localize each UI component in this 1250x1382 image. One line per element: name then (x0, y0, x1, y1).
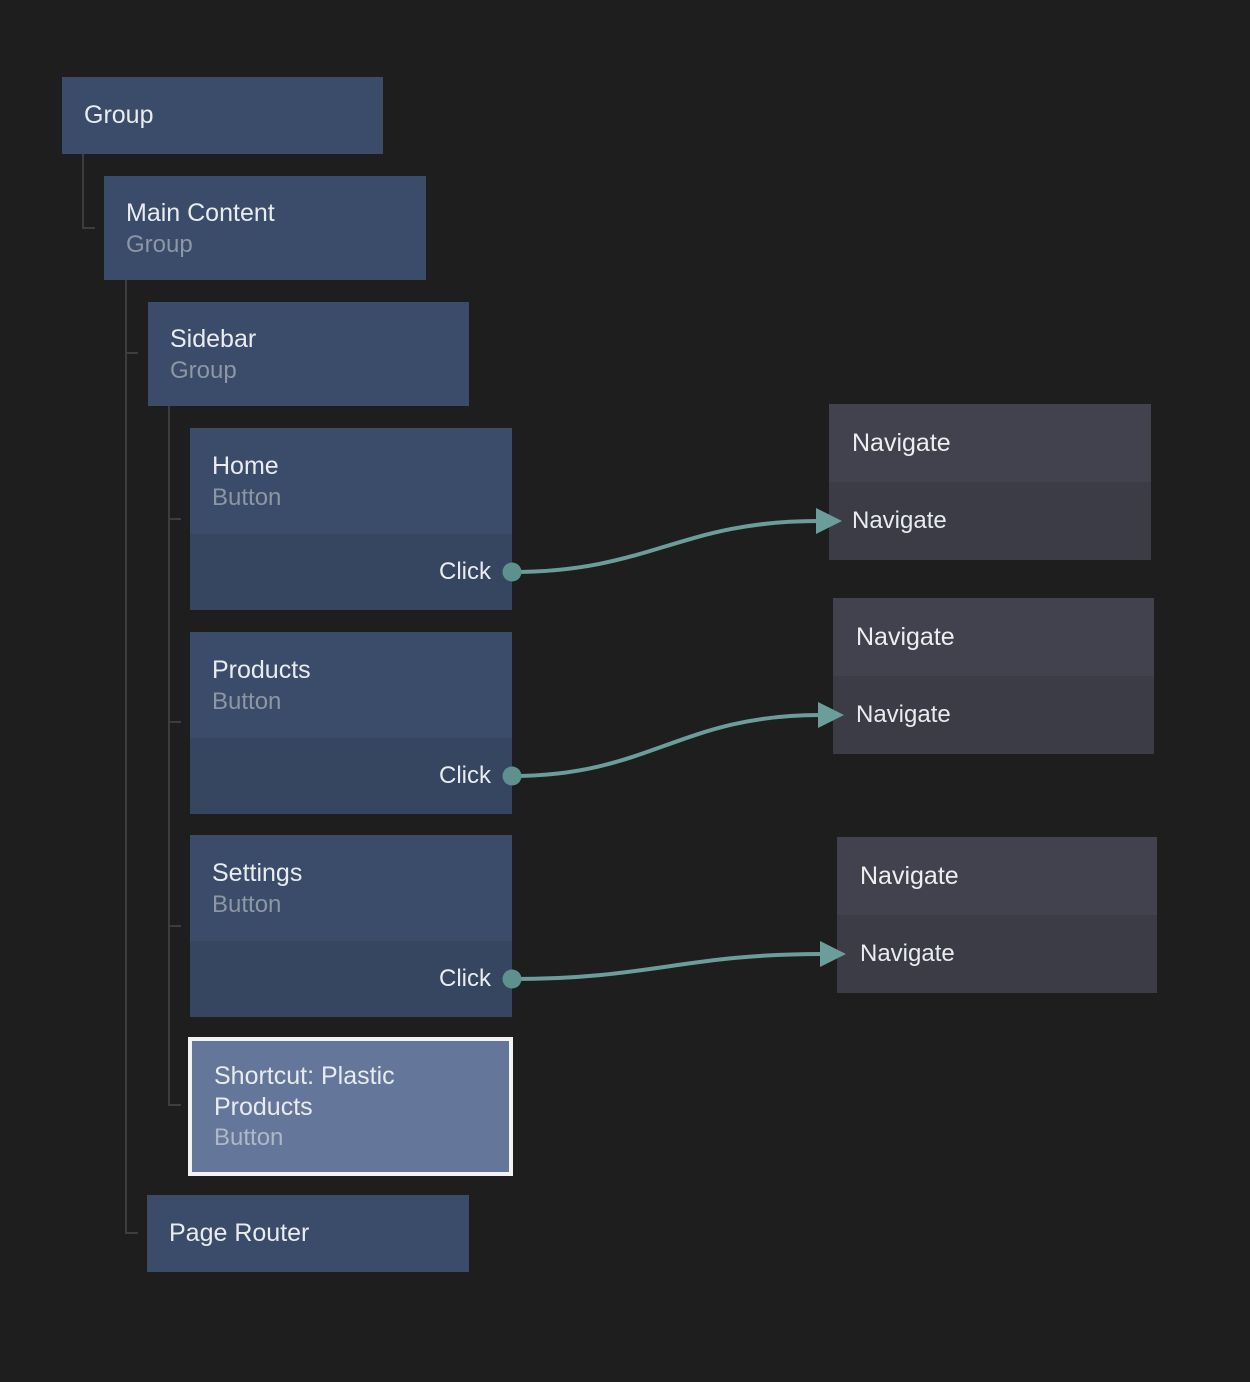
node-title: Sidebar (170, 324, 257, 353)
node-shortcut-plastic-products-button[interactable]: Shortcut: Plastic Products Button (188, 1037, 513, 1176)
node-subtitle: Group (170, 356, 237, 384)
node-title: Products (212, 655, 311, 684)
node-header: Navigate (833, 598, 1154, 676)
edge-wire (511, 713, 821, 778)
node-header: Navigate (829, 404, 1151, 482)
node-main-content-group[interactable]: Main Content Group (104, 176, 426, 280)
node-output-ports-row: Click (190, 738, 512, 814)
node-home-button[interactable]: Home Button Click (190, 428, 512, 610)
node-navigate-settings[interactable]: Navigate Navigate (837, 837, 1157, 993)
node-subtitle: Button (214, 1123, 284, 1151)
edge-wire (511, 519, 819, 574)
node-title: Page Router (169, 1219, 310, 1247)
port-products-click-output[interactable] (502, 766, 522, 786)
port-label-click: Click (439, 965, 491, 992)
node-subtitle: Button (212, 890, 282, 918)
node-output-ports-row: Click (190, 534, 512, 610)
tree-line-group-to-main-content (82, 154, 95, 229)
node-action-row: Navigate (829, 482, 1151, 560)
port-home-click-output[interactable] (502, 562, 522, 582)
tree-line-main-content-trunk (125, 280, 138, 1234)
port-label-click: Click (439, 762, 491, 789)
node-title-area: Home Button (190, 428, 512, 534)
node-title: Home (212, 451, 279, 480)
node-navigate-products[interactable]: Navigate Navigate (833, 598, 1154, 754)
tree-line-sidebar-trunk (168, 406, 181, 1106)
edge-products-click-to-navigate (502, 702, 844, 786)
node-action-row: Navigate (833, 676, 1154, 754)
node-header: Navigate (837, 837, 1157, 915)
edge-wire (511, 952, 823, 981)
node-title-area: Settings Button (190, 835, 512, 941)
port-label-click: Click (439, 558, 491, 585)
node-subtitle: Group (126, 230, 193, 258)
node-subtitle: Button (212, 483, 282, 511)
edge-settings-click-to-navigate (502, 941, 846, 989)
node-title: Main Content (126, 198, 275, 227)
node-sidebar-group[interactable]: Sidebar Group (148, 302, 469, 406)
node-title: Settings (212, 858, 303, 887)
node-page-router[interactable]: Page Router (147, 1195, 469, 1272)
node-subtitle: Button (212, 687, 282, 715)
node-products-button[interactable]: Products Button Click (190, 632, 512, 814)
node-title-area: Products Button (190, 632, 512, 738)
node-title: Shortcut: Plastic Products (214, 1061, 395, 1121)
node-settings-button[interactable]: Settings Button Click (190, 835, 512, 1017)
node-navigate-home[interactable]: Navigate Navigate (829, 404, 1151, 560)
port-settings-click-output[interactable] (502, 969, 522, 989)
node-output-ports-row: Click (190, 941, 512, 1017)
node-group[interactable]: Group (62, 77, 383, 154)
edge-home-click-to-navigate (502, 508, 842, 582)
node-title: Group (84, 101, 154, 129)
node-action-row: Navigate (837, 915, 1157, 993)
